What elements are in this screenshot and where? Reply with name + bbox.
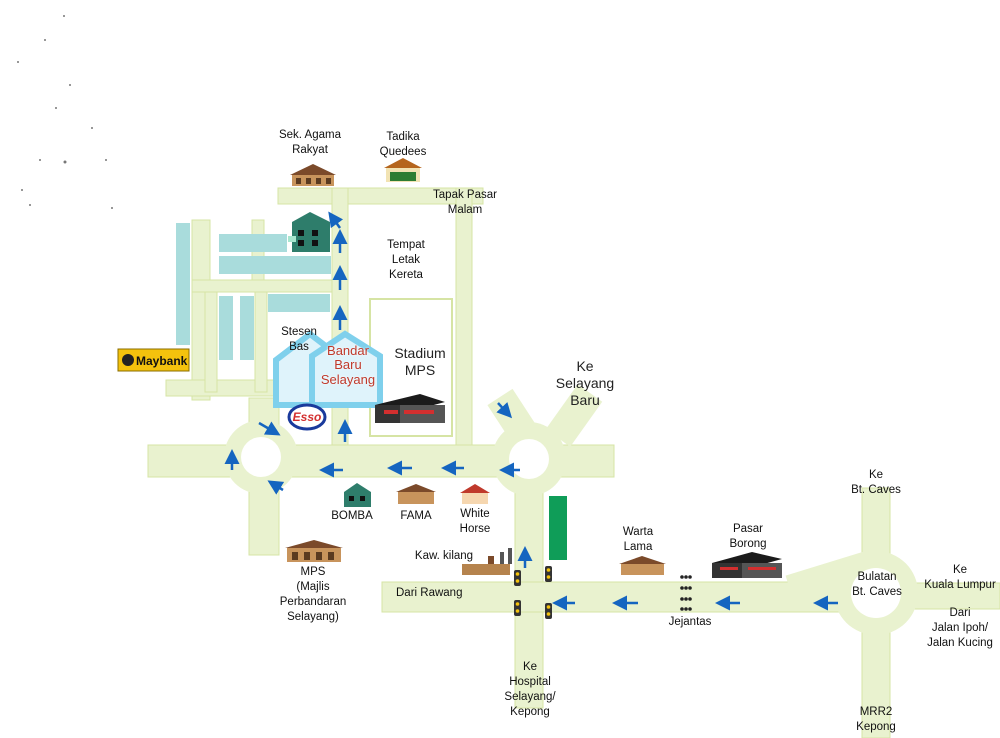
jejantas-dots xyxy=(680,575,692,611)
label-tempat-letak: Tempat Letak Kereta xyxy=(387,239,425,281)
arrow-icon xyxy=(258,421,281,436)
building-icon xyxy=(462,548,512,575)
green-strip xyxy=(549,496,567,560)
label-pasar-borong: Pasar Borong xyxy=(729,523,767,550)
building-icon xyxy=(285,540,343,562)
svg-text:Esso: Esso xyxy=(293,410,322,424)
label-ke-selayang-baru: Ke Selayang Baru xyxy=(555,358,615,408)
roundabouts xyxy=(224,420,918,635)
traffic-light-icon xyxy=(545,566,552,582)
traffic-light-icon xyxy=(514,570,521,586)
building-icon xyxy=(375,394,445,423)
label-dari-jalan-ipoh: Dari Jalan Ipoh/ Jalan Kucing xyxy=(927,607,993,649)
label-kaw-kilang: Kaw. kilang xyxy=(414,550,474,562)
traffic-lights xyxy=(514,566,552,619)
label-bomba: BOMBA xyxy=(331,510,373,522)
label-stesen-bas: Stesen Bas xyxy=(281,326,317,353)
label-warta-lama: Warta Lama xyxy=(622,526,654,553)
arrow-icon xyxy=(496,402,513,419)
label-tapak-pasar: Tapak Pasar Malam xyxy=(433,189,497,216)
traffic-light-icon xyxy=(545,603,552,619)
speckles xyxy=(17,15,113,209)
label-mps: MPS (Majlis Perbandaran Selayang) xyxy=(279,566,347,623)
diagonal-roads xyxy=(487,384,873,605)
label-white-horse: White Horse xyxy=(459,508,491,535)
building-icon xyxy=(384,158,422,182)
svg-text:Maybank: Maybank xyxy=(136,354,188,368)
maybank-logo: Maybank xyxy=(117,348,190,372)
label-stadium: Stadium MPS xyxy=(394,345,446,378)
arrow-icon xyxy=(328,211,344,229)
building-blocks xyxy=(176,223,331,360)
label-bandar-baru: Bandar Baru Selayang xyxy=(320,343,376,387)
building-icon xyxy=(290,164,336,186)
building-icon xyxy=(344,483,371,507)
direction-arrows xyxy=(224,211,838,611)
label-ke-kuala-lumpur: Ke Kuala Lumpur xyxy=(924,564,996,591)
label-tadika: Tadika Quedees xyxy=(379,131,427,158)
building-icon xyxy=(619,556,666,575)
bandar-baru-house-icon xyxy=(273,330,383,408)
building-icon xyxy=(396,484,436,504)
label-fama: FAMA xyxy=(400,510,432,522)
label-ke-hospital: Ke Hospital Selayang/ Kepong xyxy=(504,661,556,718)
esso-logo: Esso xyxy=(287,403,327,431)
building-icon xyxy=(288,212,330,252)
building-icon xyxy=(712,552,782,578)
label-bulatan: Bulatan Bt. Caves xyxy=(852,571,902,598)
label-jejantas: Jejantas xyxy=(668,616,712,628)
label-mrr2: MRR2 Kepong xyxy=(856,706,896,733)
label-sek-agama: Sek. Agama Rakyat xyxy=(278,129,341,156)
building-icon xyxy=(460,484,490,504)
label-dari-rawang: Dari Rawang xyxy=(396,587,463,599)
traffic-light-icon xyxy=(514,600,521,616)
label-ke-bt-caves: Ke Bt. Caves xyxy=(851,469,901,496)
arrow-icon xyxy=(267,480,285,495)
